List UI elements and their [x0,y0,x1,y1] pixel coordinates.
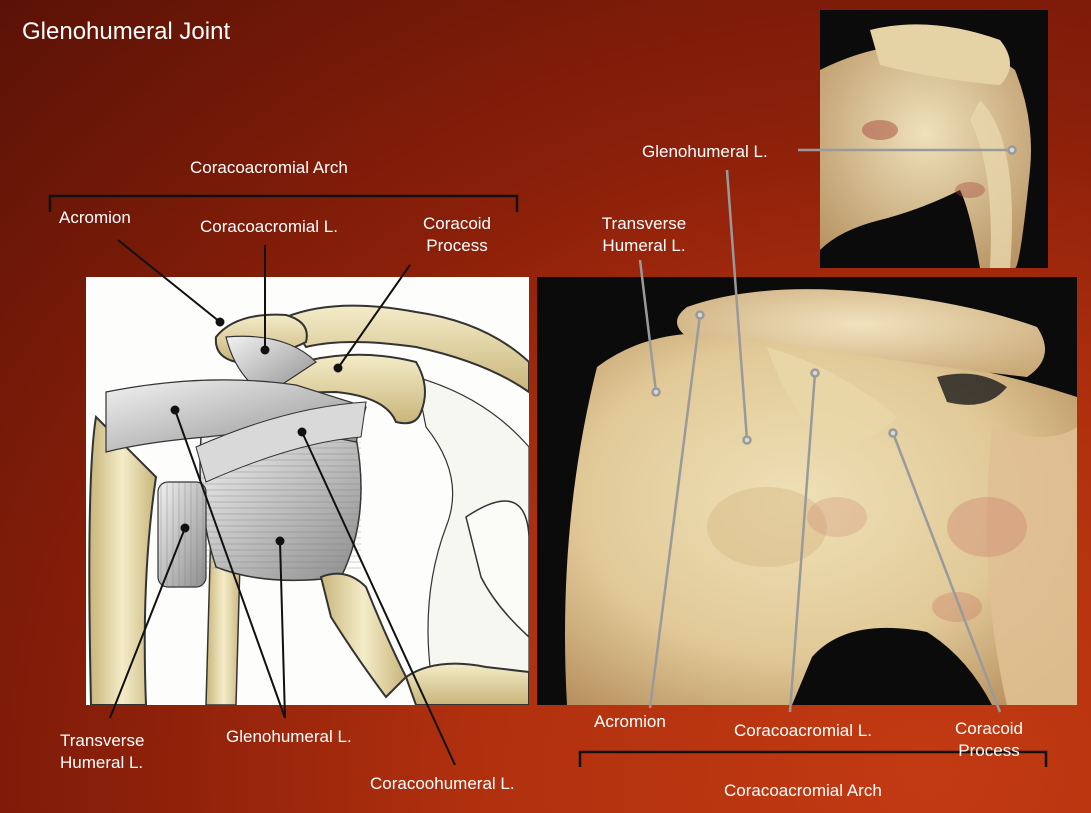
photo-coracoid-label: Coracoid Process [944,718,1034,762]
illustration-coracoid-label: Coracoid Process [412,213,502,257]
illustration-coracohumeral-label: Coracoohumeral L. [370,773,515,795]
illustration-transverse-line1: Transverse [60,730,144,752]
photo-glenohumeral-leader [727,170,747,440]
illustration-transverse-label: Transverse Humeral L. [60,730,144,774]
glenohumeral-leader-2 [280,541,285,718]
photo-glenohumeral-inset-label: Glenohumeral L. [642,141,768,163]
illustration-glenohumeral-label: Glenohumeral L. [226,726,352,748]
photo-transverse-line1: Transverse [592,213,696,235]
photo-coracoacromial-label: Coracoacromial L. [734,720,872,742]
photo-transverse-line2: Humeral L. [592,235,696,257]
photo-coracoid-line1: Coracoid [944,718,1034,740]
illustration-transverse-line2: Humeral L. [60,752,144,774]
coracoid-leader [338,265,410,368]
photo-transverse-leader [640,260,656,392]
illustration-coracoacromial-label: Coracoacromial L. [200,216,338,238]
acromion-leader [118,240,220,322]
photo-coracoid-line2: Process [944,740,1034,762]
illustration-acromion-label: Acromion [59,207,131,229]
glenohumeral-leader-1 [175,410,285,718]
photo-acromion-leader [650,315,700,708]
photo-acromion-label: Acromion [594,711,666,733]
photo-transverse-label: Transverse Humeral L. [592,213,696,257]
illustration-coracoid-line2: Process [412,235,502,257]
illustration-coracoid-line1: Coracoid [412,213,502,235]
photo-coracoacromial-leader [790,373,815,712]
photo-arch-label: Coracoacromial Arch [724,780,882,802]
transverse-humeral-leader [110,528,185,718]
illustration-arch-label: Coracoacromial Arch [190,157,348,179]
coracohumeral-leader [302,432,455,765]
photo-coracoid-leader [893,433,1000,712]
